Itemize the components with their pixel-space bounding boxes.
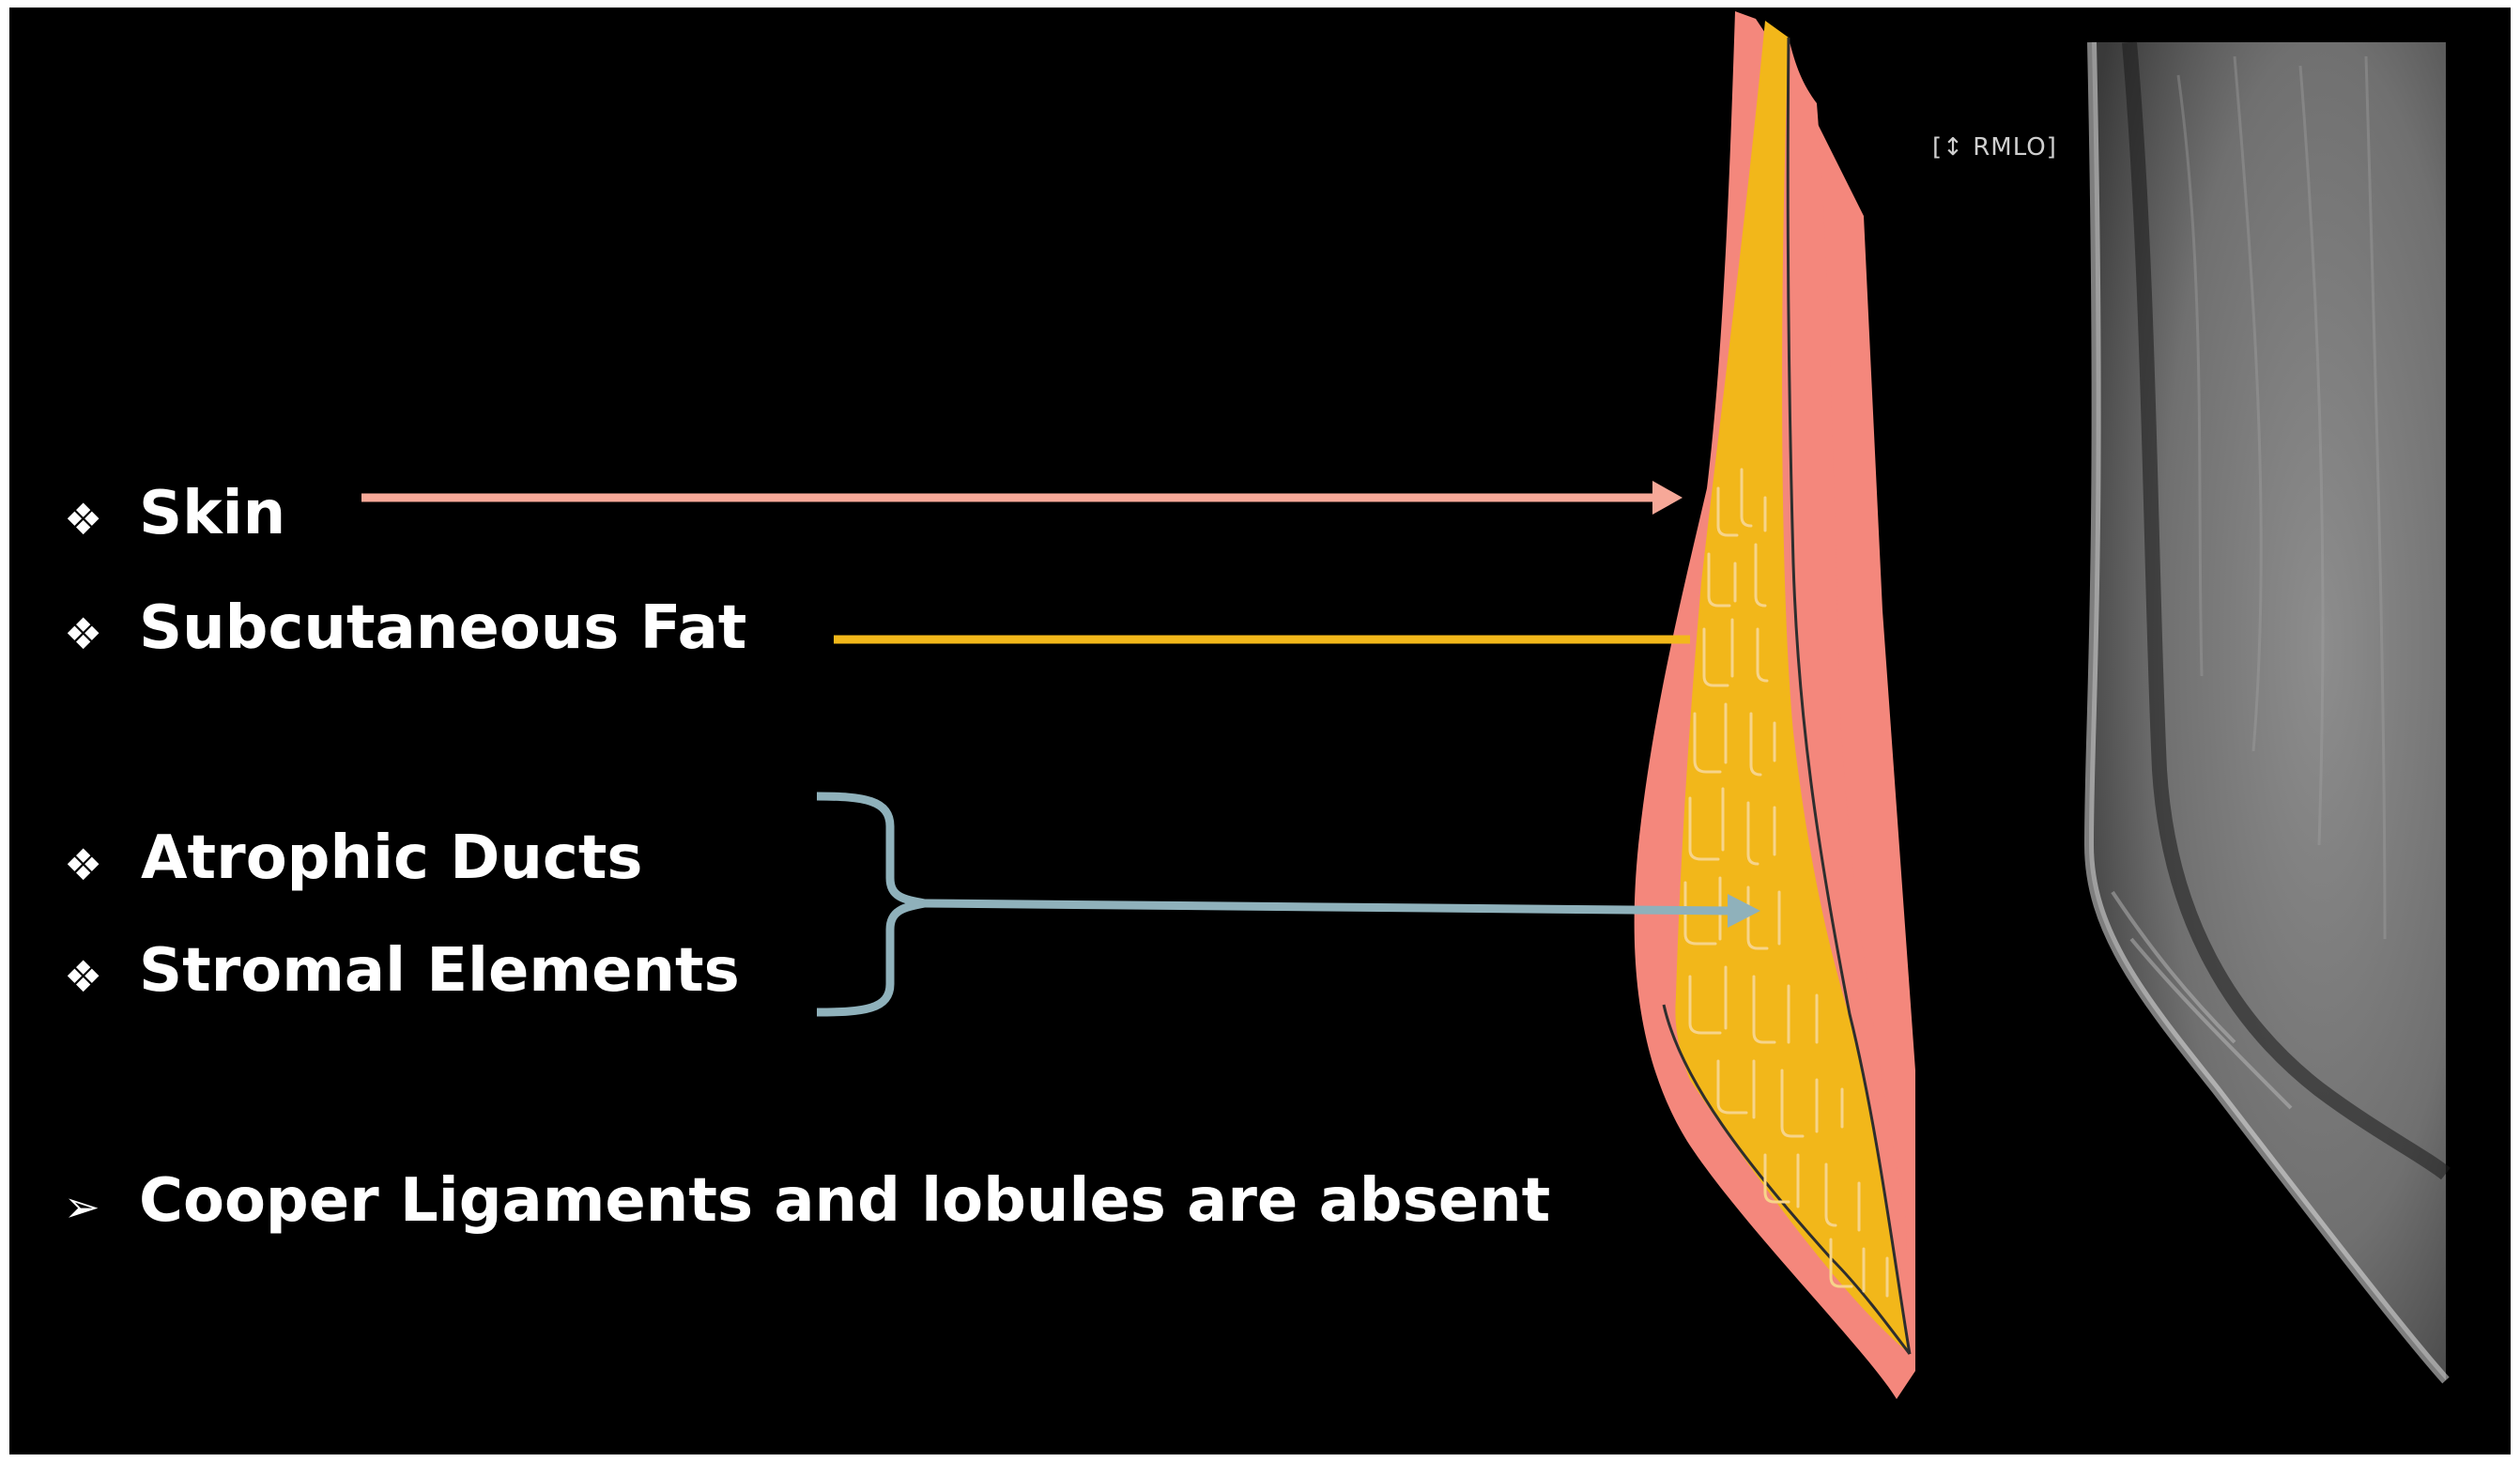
fat-layer	[1675, 21, 1910, 1354]
bracket	[816, 792, 926, 1017]
skin-pointer	[361, 481, 1683, 515]
mammogram-breast-shape	[2089, 42, 2446, 1380]
note-arrow-icon: ➢	[64, 1181, 100, 1232]
mammogram-skin-edge	[2083, 41, 2450, 1384]
duct-arrowhead	[1728, 894, 1760, 928]
stromal-bullet-icon: ❖	[64, 951, 103, 1002]
atrophic-ducts-label: Atrophic Ducts	[141, 823, 643, 893]
duct-bracket-pointer	[816, 792, 1760, 1017]
duct-pattern	[1683, 468, 1889, 1298]
ducts-bullet-icon: ❖	[64, 839, 103, 890]
duct-arrow-line	[924, 899, 1733, 916]
lower-boundary-line	[1662, 1004, 1912, 1355]
mammogram-image	[2083, 41, 2451, 1384]
stromal-elements-label: Stromal Elements	[139, 936, 740, 1006]
inner-tissue-layer	[1788, 38, 1910, 1354]
inner-boundary-line	[1786, 37, 1912, 1355]
skin-label: Skin	[139, 479, 286, 548]
fat-bullet-icon: ❖	[64, 608, 103, 659]
mammogram-view-tag: [↕ RMLO]	[1932, 133, 2057, 162]
absent-structures-note: Cooper Ligaments and lobules are absent	[139, 1166, 1551, 1236]
mammogram-inner-texture	[2176, 55, 2387, 940]
skin-arrowhead	[1652, 481, 1683, 515]
skin-bullet-icon: ❖	[64, 494, 103, 545]
mammogram-pectoral-edge	[2122, 41, 2451, 1180]
mammogram-lower-texture	[2111, 890, 2293, 1110]
breast-schematic	[1634, 11, 1915, 1399]
subcutaneous-fat-label: Subcutaneous Fat	[139, 593, 747, 663]
